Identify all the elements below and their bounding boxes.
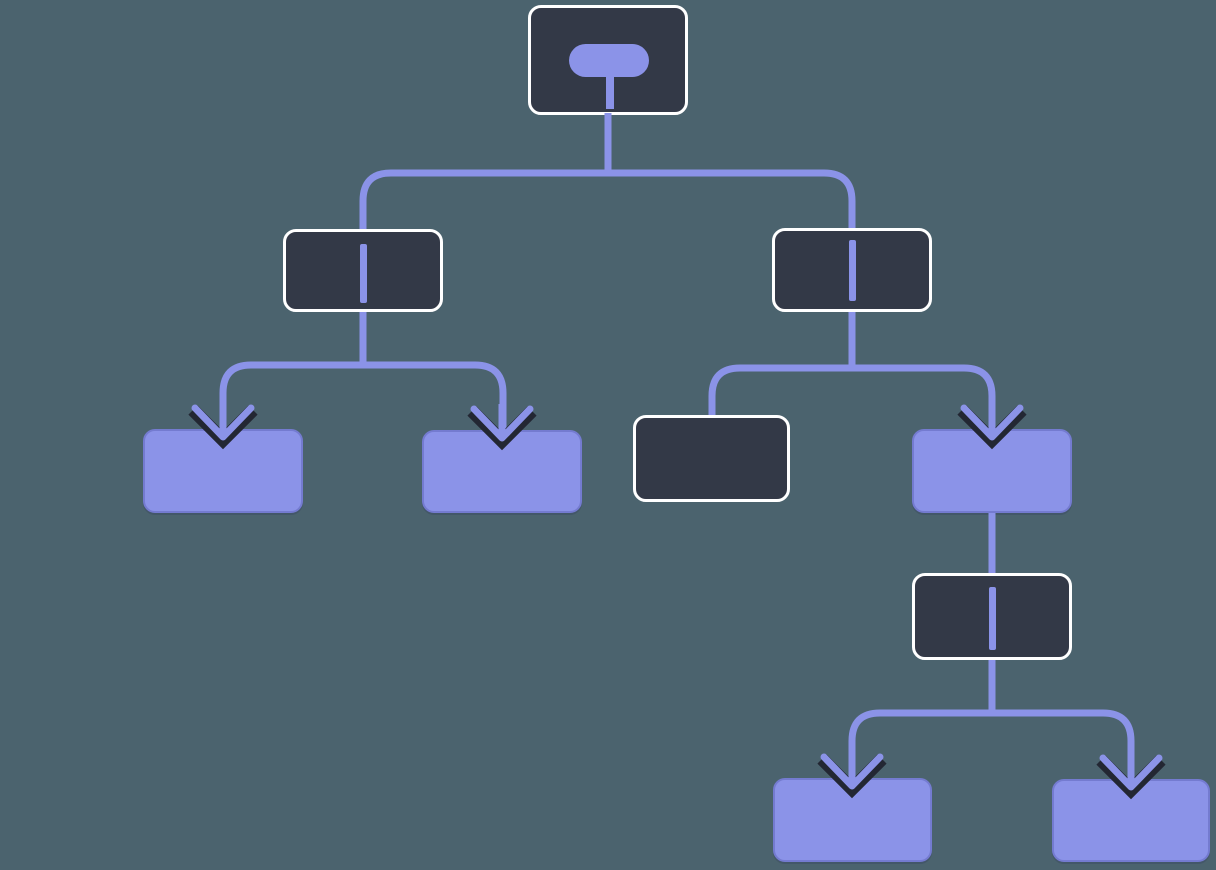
pill-icon [569,44,649,77]
pass-through-line [359,244,367,303]
pill-stem [605,74,614,109]
arrow-down-icon [817,752,887,799]
node-dark-leaf [633,415,790,502]
arrow-down-icon [957,403,1027,450]
arrow-chevron [191,404,255,441]
arrow-chevron [960,404,1024,441]
arrow-down-icon [188,403,258,450]
arrow-down-icon [467,404,537,451]
connector-left-split [219,312,507,437]
arrow-chevron [820,753,884,790]
node-branch-right [772,228,932,312]
connector-right-split [708,312,996,436]
arrow-chevron [470,405,534,442]
pass-through-line [848,240,856,301]
node-branch-left [283,229,443,312]
node-branch-bottom [912,573,1072,660]
connector-bottom-split [848,660,1135,786]
pass-through-line [988,587,996,650]
arrow-chevron [1099,754,1163,791]
node-root [528,5,688,115]
arrow-down-icon [1096,753,1166,800]
connector-root-split [359,113,856,229]
